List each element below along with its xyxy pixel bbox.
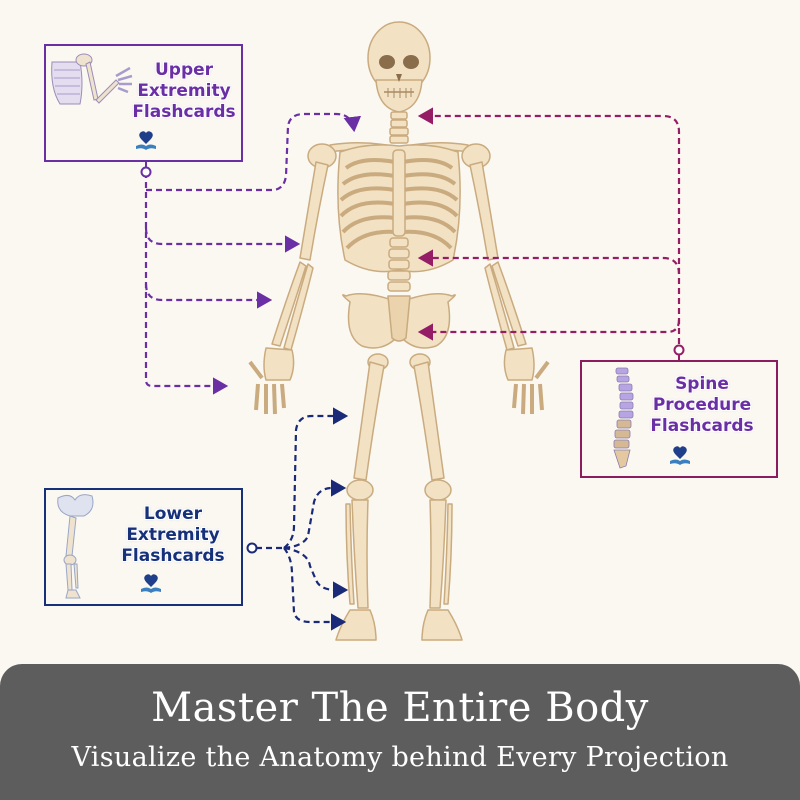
left-hand [248, 347, 295, 415]
spine-card-line3: Flashcards [650, 416, 754, 436]
upper-card-line1: Upper [154, 60, 214, 80]
upper-extremity-card-title: Upper Extremity Flashcards [132, 60, 236, 123]
left-forearm [271, 261, 314, 351]
pelvis [342, 293, 456, 371]
right-foot [421, 609, 463, 641]
footer-tagline: Visualize the Anatomy behind Every Proje… [71, 742, 729, 773]
logo-heart-book-icon [141, 574, 161, 593]
lower-extremity-card[interactable]: Lower Extremity Flashcards [44, 488, 243, 606]
lower-card-line3: Flashcards [121, 546, 225, 566]
right-femur [413, 361, 445, 481]
spine-card-line2: Procedure [652, 395, 752, 415]
upper-extremity-arrows [144, 112, 362, 395]
cervical-spine [389, 111, 409, 144]
logo-heart-book-icon [670, 446, 690, 465]
footer-headline: Master The Entire Body [151, 685, 649, 731]
right-humerus [469, 161, 499, 261]
lumbar-spine [387, 237, 411, 292]
footer-banner [0, 664, 800, 800]
shoulder-arm-bones-icon [51, 53, 133, 105]
upper-card-line2: Extremity [137, 81, 231, 101]
upper-extremity-card[interactable]: Upper Extremity Flashcards [44, 44, 243, 162]
lower-extremity-arrows [256, 407, 349, 631]
spine-card-line1: Spine [675, 374, 729, 394]
right-hand [503, 347, 550, 415]
left-tibia [345, 499, 369, 609]
right-tibia [429, 499, 453, 609]
left-femur [353, 361, 385, 481]
upper-card-line3: Flashcards [132, 102, 236, 122]
left-humerus [299, 161, 329, 261]
spine-procedure-card[interactable]: Spine Procedure Flashcards [580, 360, 778, 478]
logo-heart-book-icon [136, 131, 156, 150]
lower-card-line1: Lower [143, 504, 203, 524]
pelvis-leg-bones-icon [57, 494, 94, 599]
sternum [392, 149, 406, 237]
spine-card-title: Spine Procedure Flashcards [636, 374, 768, 437]
rib-cage [337, 144, 461, 273]
lower-card-line2: Extremity [126, 525, 220, 545]
skull [367, 21, 431, 113]
right-forearm [484, 261, 527, 351]
spine-vertebrae-icon [613, 367, 634, 469]
left-foot [335, 609, 377, 641]
lower-card-title: Lower Extremity Flashcards [106, 504, 240, 567]
spine-arrows [417, 107, 681, 344]
